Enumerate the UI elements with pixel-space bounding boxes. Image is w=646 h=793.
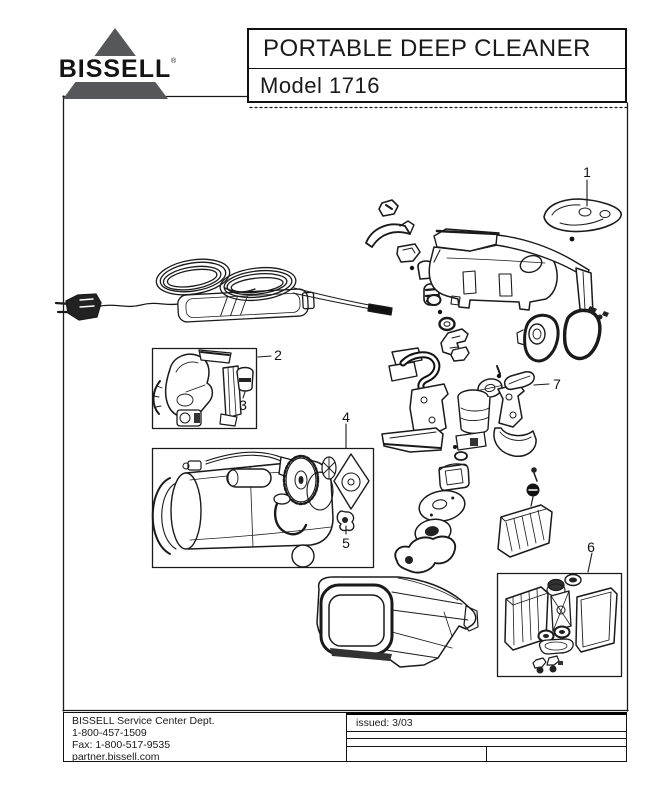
tank-lid-left bbox=[516, 313, 560, 363]
tank-lid-right bbox=[562, 308, 602, 361]
model-number: Model 1716 bbox=[260, 73, 380, 98]
title-box: PORTABLE DEEP CLEANER Model 1716 bbox=[247, 28, 627, 103]
sub-assembly-6 bbox=[496, 572, 623, 678]
revision-row-1 bbox=[347, 732, 626, 739]
callout-4: 4 bbox=[342, 409, 350, 425]
lid-screws bbox=[587, 306, 609, 320]
revision-row-2 bbox=[347, 739, 626, 747]
filter-door bbox=[497, 467, 553, 558]
sub-assembly-4 bbox=[151, 447, 375, 569]
sub-assembly-2 bbox=[151, 347, 258, 430]
service-center-box: BISSELL Service Center Dept. 1-800-457-1… bbox=[63, 712, 347, 763]
callout-7: 7 bbox=[553, 376, 561, 392]
issue-info-box: issued: 3/03 bbox=[346, 712, 627, 762]
service-dept-line: BISSELL Service Center Dept. bbox=[72, 715, 215, 727]
revision-row-3 bbox=[347, 747, 626, 762]
bissell-logo: BISSELL ® bbox=[44, 18, 194, 104]
revision-cell-left bbox=[347, 747, 487, 762]
service-website: partner.bissell.com bbox=[72, 751, 160, 763]
service-fax: Fax: 1-800-517-9535 bbox=[72, 739, 171, 751]
callout-5: 5 bbox=[342, 535, 350, 551]
callout-6: 6 bbox=[587, 539, 595, 555]
cap-and-disc-parts bbox=[394, 463, 470, 574]
issued-date: issued: 3/03 bbox=[347, 715, 626, 732]
logo-wordmark: BISSELL bbox=[59, 55, 172, 83]
logo-trademark: ® bbox=[171, 57, 177, 65]
service-phone: 1-800-457-1509 bbox=[72, 727, 147, 739]
callout-1: 1 bbox=[583, 164, 591, 180]
upper-housing bbox=[428, 228, 594, 314]
callout-2: 2 bbox=[274, 347, 282, 363]
page-title: PORTABLE DEEP CLEANER bbox=[249, 30, 625, 69]
valve-and-heater-parts bbox=[381, 347, 537, 461]
trigger-parts-cascade bbox=[365, 199, 470, 362]
callout-leaders bbox=[242, 179, 593, 573]
callout-3: 3 bbox=[239, 397, 247, 413]
lower-housing bbox=[316, 576, 479, 668]
revision-cell-right bbox=[487, 747, 627, 762]
power-cord-assembly bbox=[54, 258, 393, 323]
handle-grip-part1 bbox=[543, 198, 622, 242]
